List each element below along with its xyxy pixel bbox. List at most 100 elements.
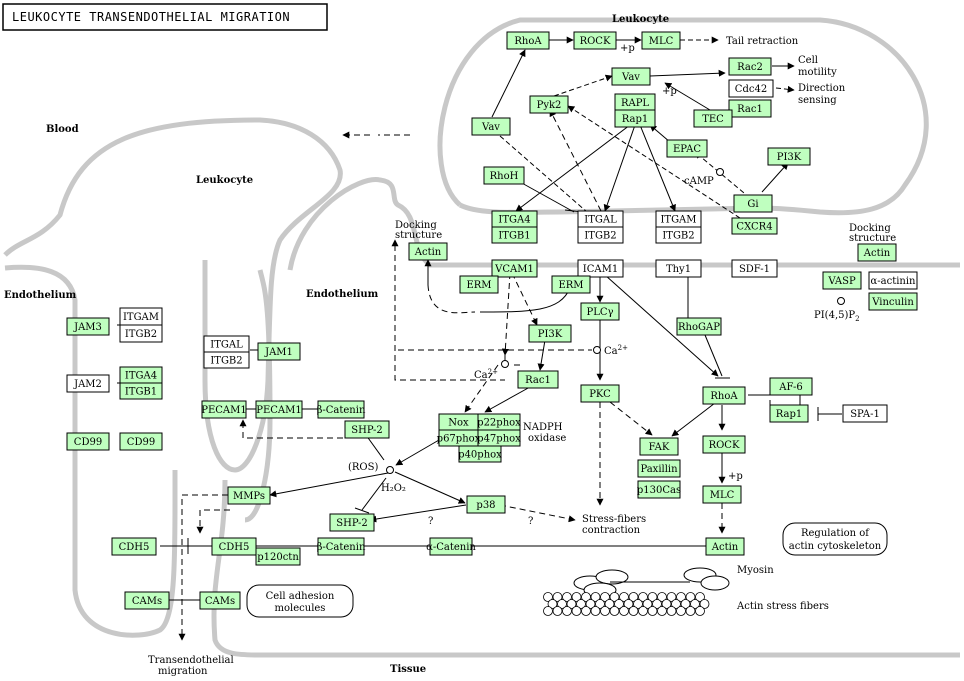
- gene-node-itgb2b[interactable]: ITGB2: [655, 226, 702, 244]
- gene-node-bcatenin-bot[interactable]: β-Catenin: [317, 537, 366, 556]
- gene-node-epac[interactable]: EPAC: [666, 139, 708, 158]
- gene-box[interactable]: [211, 537, 257, 556]
- gene-box[interactable]: [257, 342, 301, 361]
- gene-box[interactable]: [655, 226, 702, 244]
- gene-box[interactable]: [491, 226, 538, 244]
- gene-node-alpha-actinin[interactable]: α-actinin: [868, 271, 918, 290]
- gene-node-gi[interactable]: Gi: [733, 194, 773, 213]
- gene-node-erm1[interactable]: ERM: [459, 275, 499, 294]
- gene-node-bcatenin-top[interactable]: β-Catenin: [317, 400, 366, 419]
- gene-node-rhoa-mid[interactable]: RhoA: [702, 386, 746, 405]
- gene-box[interactable]: [255, 547, 301, 566]
- gene-node-tec[interactable]: TEC: [693, 109, 733, 128]
- gene-box[interactable]: [702, 435, 746, 454]
- gene-node-cams-a[interactable]: CAMs: [124, 591, 170, 610]
- gene-box[interactable]: [458, 445, 502, 463]
- gene-box[interactable]: [731, 259, 778, 278]
- gene-box[interactable]: [769, 404, 809, 423]
- gene-node-p130cas[interactable]: p130Cas: [637, 480, 681, 499]
- gene-box[interactable]: [203, 351, 250, 369]
- gene-node-p38[interactable]: p38: [466, 495, 506, 514]
- gene-node-cdc42[interactable]: Cdc42: [728, 79, 774, 98]
- gene-box[interactable]: [119, 324, 163, 343]
- gene-box[interactable]: [529, 95, 569, 114]
- gene-box[interactable]: [857, 243, 897, 262]
- gene-box[interactable]: [637, 459, 681, 478]
- gene-box[interactable]: [317, 537, 365, 556]
- gene-node-vcam1[interactable]: VCAM1: [491, 259, 538, 278]
- gene-node-itgb2-l[interactable]: ITGB2: [119, 324, 163, 343]
- gene-box[interactable]: [466, 495, 506, 514]
- gene-box[interactable]: [517, 370, 559, 389]
- gene-node-cxcr4[interactable]: CXCR4: [731, 217, 778, 235]
- gene-box[interactable]: [408, 242, 448, 261]
- gene-node-fak[interactable]: FAK: [639, 437, 679, 456]
- gene-node-itgal[interactable]: ITGAL: [577, 210, 624, 228]
- gene-node-spa1[interactable]: SPA-1: [842, 404, 888, 423]
- gene-box[interactable]: [614, 109, 656, 128]
- gene-node-pecam1-b[interactable]: PECAM1: [255, 400, 303, 419]
- gene-node-cdh5-b[interactable]: CDH5: [211, 537, 257, 556]
- gene-box[interactable]: [119, 382, 163, 400]
- cell-adhesion-map-link[interactable]: [246, 584, 354, 618]
- gene-node-cams-b[interactable]: CAMs: [199, 591, 241, 610]
- gene-node-cd99-a[interactable]: CD99: [66, 432, 110, 451]
- gene-node-p22phox[interactable]: p22phox: [477, 413, 521, 431]
- gene-node-itgb2[interactable]: ITGB2: [577, 226, 624, 244]
- gene-node-mlc-top[interactable]: MLC: [641, 31, 681, 50]
- gene-node-itgb1[interactable]: ITGB1: [491, 226, 538, 244]
- gene-box[interactable]: [611, 67, 651, 86]
- gene-box[interactable]: [655, 259, 702, 278]
- gene-box[interactable]: [551, 275, 591, 294]
- gene-node-paxillin[interactable]: Paxillin: [637, 459, 681, 478]
- gene-node-acatenin[interactable]: α-Catenin: [426, 537, 476, 556]
- gene-node-itgal-m[interactable]: ITGAL: [203, 335, 250, 353]
- gene-box[interactable]: [580, 384, 620, 403]
- gene-box[interactable]: [344, 420, 390, 439]
- gene-node-p40phox[interactable]: p40phox: [458, 445, 502, 463]
- gene-node-vinculin[interactable]: Vinculin: [868, 292, 918, 311]
- gene-box[interactable]: [201, 400, 247, 419]
- gene-box[interactable]: [676, 317, 722, 336]
- gene-node-vasp[interactable]: VASP: [822, 271, 862, 290]
- gene-box[interactable]: [702, 386, 746, 405]
- gene-node-nox[interactable]: Nox: [438, 413, 479, 431]
- gene-node-rac2[interactable]: Rac2: [728, 57, 772, 76]
- gene-node-pi3k-top[interactable]: PI3K: [767, 147, 811, 166]
- gene-node-p47phox[interactable]: p47phox: [477, 429, 521, 447]
- gene-box[interactable]: [637, 480, 681, 499]
- gene-box[interactable]: [769, 377, 813, 396]
- gene-box[interactable]: [693, 109, 733, 128]
- gene-box[interactable]: [728, 99, 772, 118]
- gene-node-erm2[interactable]: ERM: [551, 275, 591, 294]
- gene-box[interactable]: [728, 57, 772, 76]
- gene-box[interactable]: [573, 31, 617, 50]
- gene-node-itga4[interactable]: ITGA4: [491, 210, 538, 228]
- gene-box[interactable]: [733, 194, 773, 213]
- gene-box[interactable]: [227, 486, 271, 505]
- gene-box[interactable]: [119, 432, 163, 451]
- gene-box[interactable]: [483, 166, 525, 185]
- gene-node-pkc[interactable]: PKC: [580, 384, 620, 403]
- gene-node-pecam1-a[interactable]: PECAM1: [201, 400, 247, 419]
- gene-node-rock-mid[interactable]: ROCK: [702, 435, 746, 454]
- gene-node-rac1-top[interactable]: Rac1: [728, 99, 772, 118]
- gene-box[interactable]: [641, 31, 681, 50]
- gene-node-sdf1[interactable]: SDF-1: [731, 259, 778, 278]
- gene-node-rap1-mid[interactable]: Rap1: [769, 404, 809, 423]
- gene-node-rac1-mid[interactable]: Rac1: [517, 370, 559, 389]
- gene-node-icam1[interactable]: ICAM1: [577, 259, 624, 278]
- gene-box[interactable]: [459, 275, 499, 294]
- gene-node-rap1-top[interactable]: Rap1: [614, 109, 656, 128]
- gene-box[interactable]: [731, 217, 778, 235]
- gene-box[interactable]: [702, 485, 742, 504]
- gene-node-actin-dock[interactable]: Actin: [408, 242, 448, 261]
- gene-box[interactable]: [842, 404, 888, 423]
- gene-node-rapl[interactable]: RAPL: [614, 93, 656, 112]
- gene-node-mmps[interactable]: MMPs: [227, 486, 271, 505]
- gene-box[interactable]: [728, 79, 774, 98]
- gene-box[interactable]: [111, 537, 157, 556]
- gene-box[interactable]: [124, 591, 170, 610]
- gene-box[interactable]: [577, 226, 624, 244]
- gene-node-shp2-top[interactable]: SHP-2: [344, 420, 390, 439]
